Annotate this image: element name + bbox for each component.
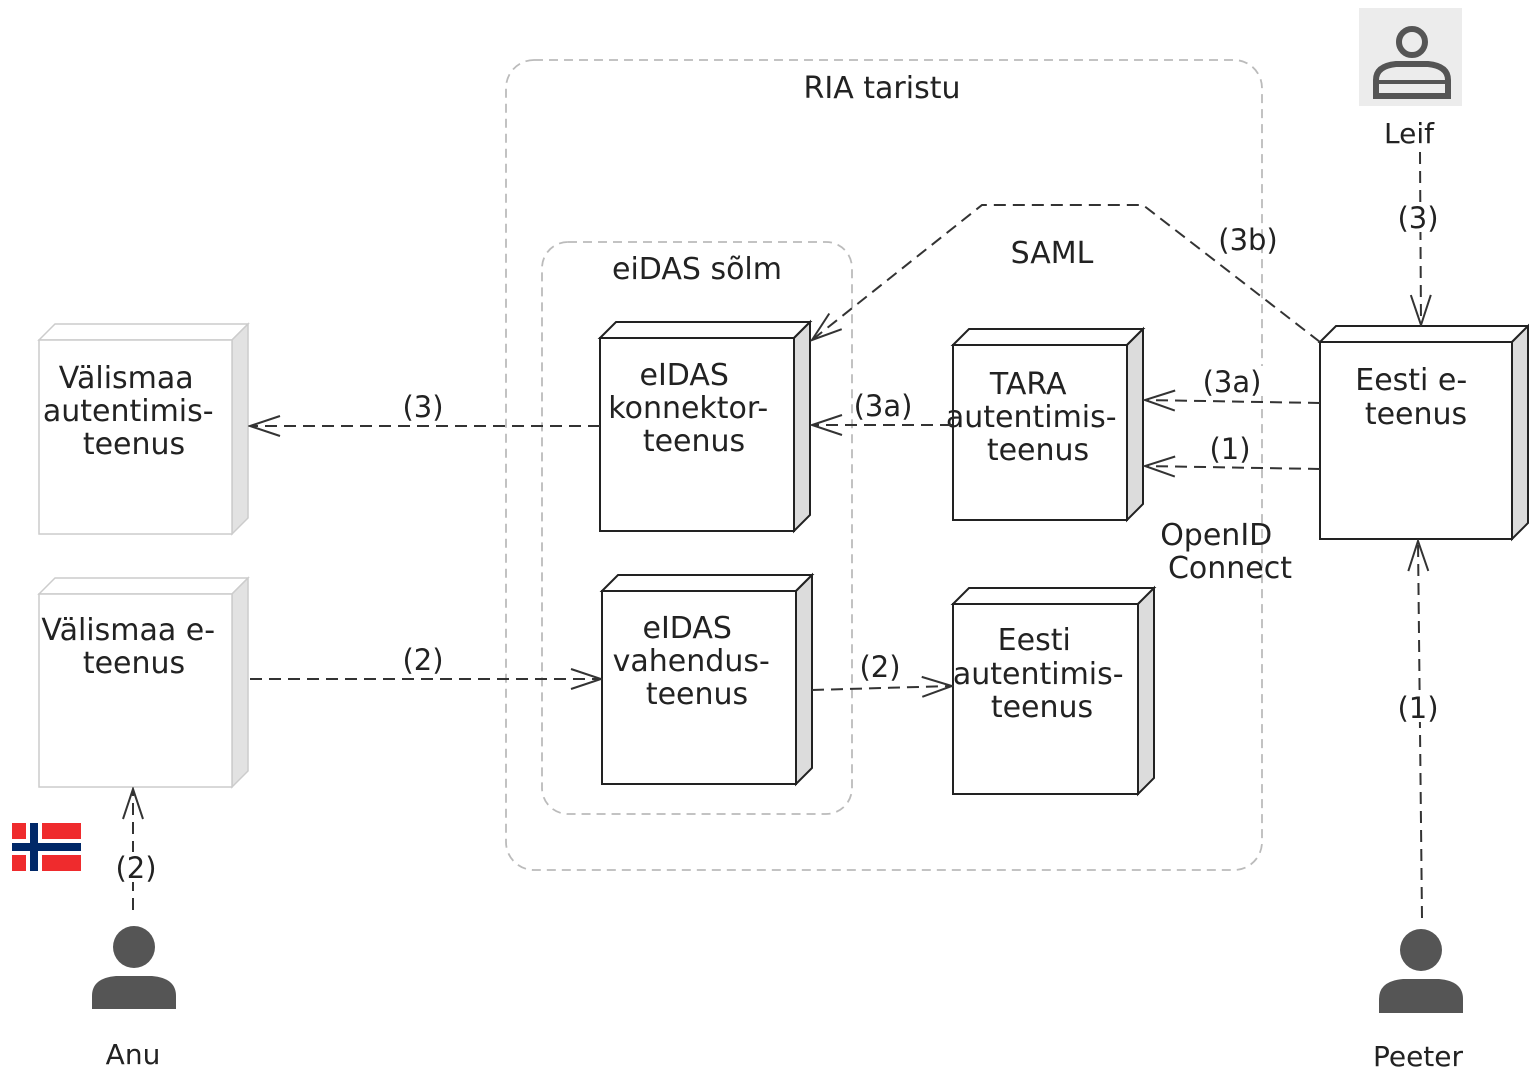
oidc-protocol-label-line-2: Connect bbox=[1168, 551, 1292, 586]
svg-text:Välismaa e- teenus: Välismaa e- teenus bbox=[41, 613, 224, 681]
foreign-auth-line-3: teenus bbox=[83, 427, 185, 462]
tara-line-2: autentimis- bbox=[946, 400, 1117, 435]
svg-text:Välismaa autentimis-: Välismaa autentimis- teenus bbox=[43, 361, 223, 462]
edge-proxy-to-estonian-auth bbox=[811, 686, 952, 690]
actor-label-leif: Leif bbox=[1384, 117, 1435, 150]
norway-flag-icon bbox=[12, 823, 81, 871]
oidc-protocol-label-line-1: OpenID bbox=[1160, 518, 1272, 553]
edge-label-eservice-to-tara-3a: (3a) bbox=[1203, 365, 1262, 399]
proxy-line-1: eIDAS bbox=[643, 611, 732, 646]
tara-line-3: teenus bbox=[987, 433, 1089, 468]
actor-label-anu: Anu bbox=[106, 1038, 161, 1070]
foreign-eservice-node: Välismaa e- teenus bbox=[37, 576, 250, 789]
estonian-eservice-node: Eesti e- teenus bbox=[1317, 323, 1529, 542]
svg-text:Eesti autentimis-: Eesti autentimis- teenus bbox=[953, 623, 1133, 725]
svg-text:Eesti e- teenus: Eesti e- teenus bbox=[1355, 363, 1477, 432]
edge-label-tara-to-connector: (3a) bbox=[854, 389, 913, 423]
edge-eservice-to-tara-3a bbox=[1145, 400, 1321, 403]
actor-label-peeter: Peeter bbox=[1373, 1040, 1464, 1070]
connector-line-1: eIDAS bbox=[640, 358, 729, 393]
foreign-eservice-line-1: Välismaa e- bbox=[41, 613, 215, 648]
edge-label-connector-to-foreign-auth: (3) bbox=[402, 390, 443, 424]
edge-label-eservice-to-tara-1: (1) bbox=[1209, 432, 1250, 466]
edge-label-peeter-to-eservice: (1) bbox=[1397, 691, 1438, 725]
edge-label-anu-to-foreign-eservice: (2) bbox=[115, 851, 156, 885]
eidas-node-title: eiDAS sõlm bbox=[612, 252, 782, 287]
eidas-proxy-service-node: eIDAS vahendus- teenus bbox=[599, 572, 815, 787]
edge-eservice-to-connector-3b bbox=[812, 204, 1321, 343]
estonian-authentication-service-node: Eesti autentimis- teenus bbox=[950, 585, 1157, 797]
edge-label-foreign-eservice-to-proxy: (2) bbox=[402, 643, 443, 677]
estonian-auth-line-1: Eesti bbox=[998, 623, 1071, 658]
person-icon-anu bbox=[92, 926, 176, 1009]
tara-authentication-service-node: TARA autentimis- teenus bbox=[946, 326, 1146, 523]
foreign-auth-line-1: Välismaa bbox=[59, 361, 194, 396]
eidas-connector-service-node: eIDAS konnektor- teenus bbox=[597, 319, 813, 534]
eidas-node-container bbox=[541, 241, 853, 815]
edge-leif-to-eservice bbox=[1420, 151, 1421, 325]
edge-label-leif-to-eservice: (3) bbox=[1397, 201, 1438, 235]
edge-label-eservice-to-connector: (3b) bbox=[1218, 223, 1278, 257]
ria-infrastructure-container bbox=[505, 59, 1263, 871]
connector-line-2: konnektor- bbox=[608, 391, 768, 426]
person-icon-leif bbox=[1359, 8, 1462, 106]
connector-line-3: teenus bbox=[643, 424, 745, 459]
estonian-eservice-line-2: teenus bbox=[1365, 397, 1467, 432]
estonian-auth-line-2: autentimis- bbox=[953, 657, 1124, 692]
proxy-line-3: teenus bbox=[646, 677, 748, 712]
svg-text:eIDAS vahendus- te: eIDAS vahendus- teenus bbox=[613, 611, 780, 712]
tara-line-1: TARA bbox=[989, 367, 1067, 402]
foreign-auth-line-2: autentimis- bbox=[43, 394, 214, 429]
edge-eservice-to-tara-1 bbox=[1145, 466, 1321, 469]
proxy-line-2: vahendus- bbox=[613, 644, 770, 679]
estonian-auth-line-3: teenus bbox=[991, 690, 1093, 725]
estonian-eservice-line-1: Eesti e- bbox=[1355, 363, 1467, 398]
edge-peeter-to-eservice bbox=[1418, 541, 1422, 919]
edge-label-proxy-to-estonian-auth: (2) bbox=[859, 650, 900, 684]
svg-text:OpenID Connect: OpenID Connect bbox=[1160, 518, 1292, 586]
foreign-authentication-service-node: Välismaa autentimis- teenus bbox=[37, 322, 250, 536]
person-icon-peeter bbox=[1379, 929, 1463, 1013]
ria-infrastructure-title: RIA taristu bbox=[804, 71, 961, 106]
foreign-eservice-line-2: teenus bbox=[83, 646, 185, 681]
svg-text:TARA autentimis- t: TARA autentimis- teenus bbox=[946, 367, 1126, 468]
saml-protocol-label: SAML bbox=[1011, 236, 1094, 271]
svg-text:eIDAS konnektor- t: eIDAS konnektor- teenus bbox=[608, 358, 777, 459]
